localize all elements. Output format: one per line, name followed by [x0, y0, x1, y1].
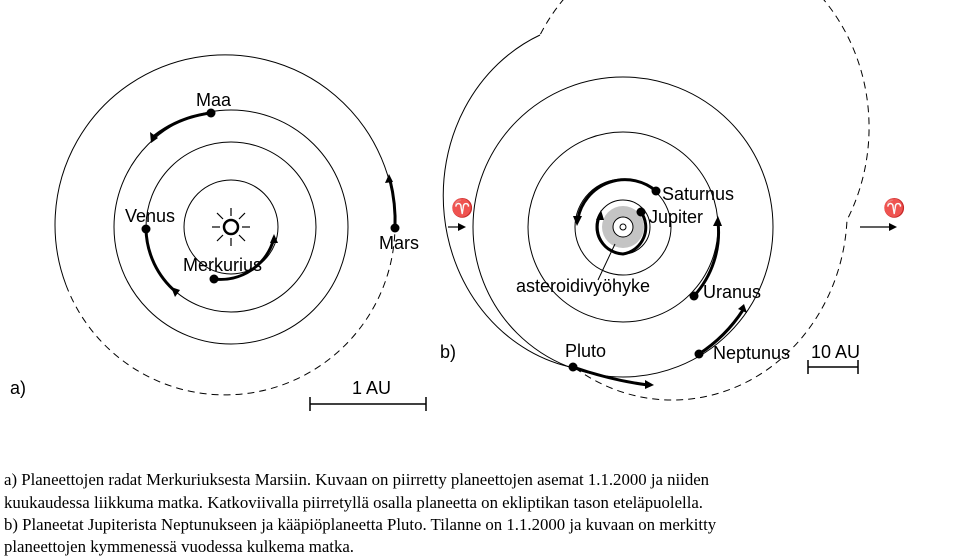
uranus-motion-arc — [692, 221, 721, 298]
mars-orbit-south — [65, 226, 396, 396]
venus-arrow-icon — [171, 287, 180, 297]
neptune-arrow-icon — [738, 304, 747, 313]
panel-a-label: a) — [10, 378, 26, 398]
saturn-arrow-icon — [573, 216, 582, 226]
jupiter-arrow-icon — [596, 210, 604, 220]
aries-a-icon: ♈ — [451, 197, 473, 218]
mercury-label: Merkurius — [183, 255, 262, 275]
venus-motion-arc — [144, 228, 177, 294]
pluto-arrow-icon — [645, 380, 654, 389]
earth-motion-arc — [152, 111, 212, 139]
scale-1au-label: 1 AU — [352, 378, 391, 398]
neptune-motion-arc — [698, 309, 745, 356]
uranus-arrow-icon — [713, 216, 722, 226]
jupiter-label: Jupiter — [649, 207, 703, 227]
jupiter-motion-arc — [595, 211, 648, 256]
sun-b-icon — [619, 223, 627, 231]
caption: a) Planeettojen radat Merkuriuksesta Mar… — [4, 470, 717, 556]
pluto-motion-arc — [572, 365, 649, 387]
venus-marker — [141, 224, 151, 234]
earth-arrow-icon — [150, 132, 158, 143]
mars-orbit — [54, 54, 396, 286]
pluto-orbit — [442, 34, 576, 369]
earth-marker — [206, 108, 216, 118]
panel-b-label: b) — [440, 342, 456, 362]
uranus-label: Uranus — [703, 282, 761, 302]
caption-line-3: b) Planeetat Jupiterista Neptunukseen ja… — [4, 515, 717, 534]
caption-line-1: a) Planeettojen radat Merkuriuksesta Mar… — [4, 470, 710, 489]
mars-marker — [390, 223, 400, 233]
mars-label: Mars — [379, 233, 419, 253]
scale-bar-10au — [807, 360, 859, 374]
earth-orbit — [113, 109, 349, 345]
neptune-label: Neptunus — [713, 343, 790, 363]
mercury-arrow-icon — [270, 234, 278, 243]
mercury-motion-arc — [213, 237, 276, 281]
saturn-motion-arc — [576, 178, 657, 219]
jupiter-marker — [636, 207, 646, 217]
saturn-marker — [651, 186, 661, 196]
caption-line-4: planeettojen kymmenessä vuodessa kulkema… — [4, 537, 354, 556]
mars-arrow-icon — [385, 174, 393, 183]
caption-line-2: kuukaudessa liikkuma matka. Katkoviivall… — [4, 493, 703, 512]
scale-bar-1au — [309, 397, 427, 411]
mercury-marker — [209, 274, 219, 284]
pluto-orbit-south — [539, 0, 870, 401]
sun-icon — [212, 208, 250, 246]
uranus-marker — [689, 291, 699, 301]
earth-label: Maa — [196, 90, 232, 110]
neptune-orbit — [472, 76, 774, 378]
mars-motion-arc — [388, 179, 397, 229]
aries-b-icon: ♈ — [883, 197, 905, 218]
neptune-marker — [694, 349, 704, 359]
pluto-label: Pluto — [565, 341, 606, 361]
mercury-orbit — [183, 179, 279, 275]
scale-10au-label: 10 AU — [811, 342, 860, 362]
venus-label: Venus — [125, 206, 175, 226]
panel-b: Saturnus Jupiter asteroidivyöhyke Uranus… — [440, 0, 905, 401]
pluto-marker — [568, 362, 578, 372]
asteroid-belt-label: asteroidivyöhyke — [516, 276, 650, 296]
saturn-label: Saturnus — [662, 184, 734, 204]
panel-a: Maa Venus Merkurius Mars a) ♈ 1 AU — [10, 54, 473, 411]
